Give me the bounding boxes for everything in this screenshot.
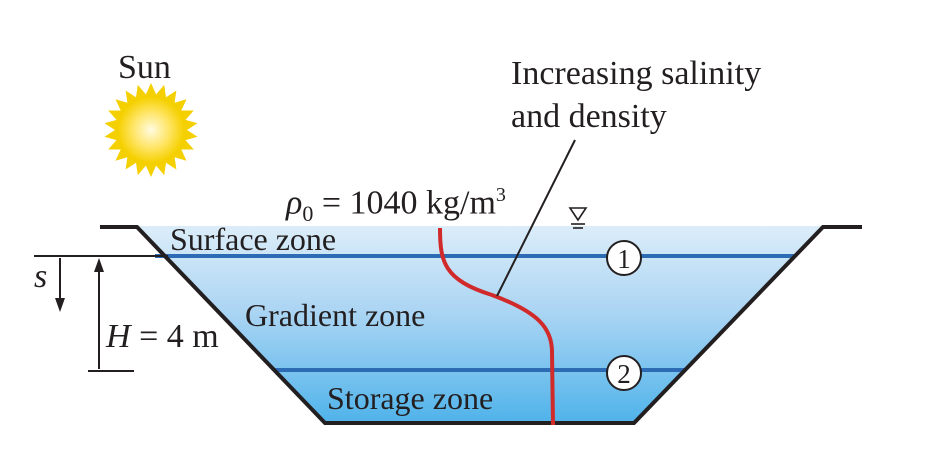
storage-zone-label: Storage zone — [327, 380, 494, 416]
surface-zone-label: Surface zone — [170, 221, 337, 257]
sun-icon — [104, 83, 198, 177]
h-value: = 4 m — [130, 318, 219, 355]
h-symbol: H — [106, 318, 131, 355]
marker-2-label: 2 — [617, 359, 631, 389]
s-label: s — [34, 258, 48, 295]
marker-1: 1 — [606, 240, 642, 276]
sun-disc — [118, 97, 184, 163]
density-curve — [438, 227, 555, 426]
sun-label: Sun — [118, 49, 171, 86]
h-label: H = 4 m — [106, 320, 219, 354]
gradient-zone-label: Gradient zone — [245, 297, 426, 333]
h-dimension-arrow — [94, 258, 104, 369]
salinity-label-line1: Increasing salinity — [511, 55, 762, 92]
rho-exponent: 3 — [495, 184, 506, 206]
s-depth-arrow — [55, 258, 65, 312]
rho-value: = 1040 kg/m — [313, 184, 496, 222]
marker-1-label: 1 — [617, 244, 631, 274]
pond-outline — [100, 225, 862, 425]
rho-subscript: 0 — [302, 201, 314, 227]
pond-water — [137, 226, 823, 423]
salinity-label-line2: and density — [511, 98, 667, 135]
salinity-pointer-line — [496, 139, 576, 297]
water-level-marker — [568, 207, 588, 229]
marker-2: 2 — [606, 355, 642, 391]
rho-symbol: ρ — [286, 184, 303, 222]
rho-label: ρ0 = 1040 kg/m3 — [286, 185, 506, 225]
